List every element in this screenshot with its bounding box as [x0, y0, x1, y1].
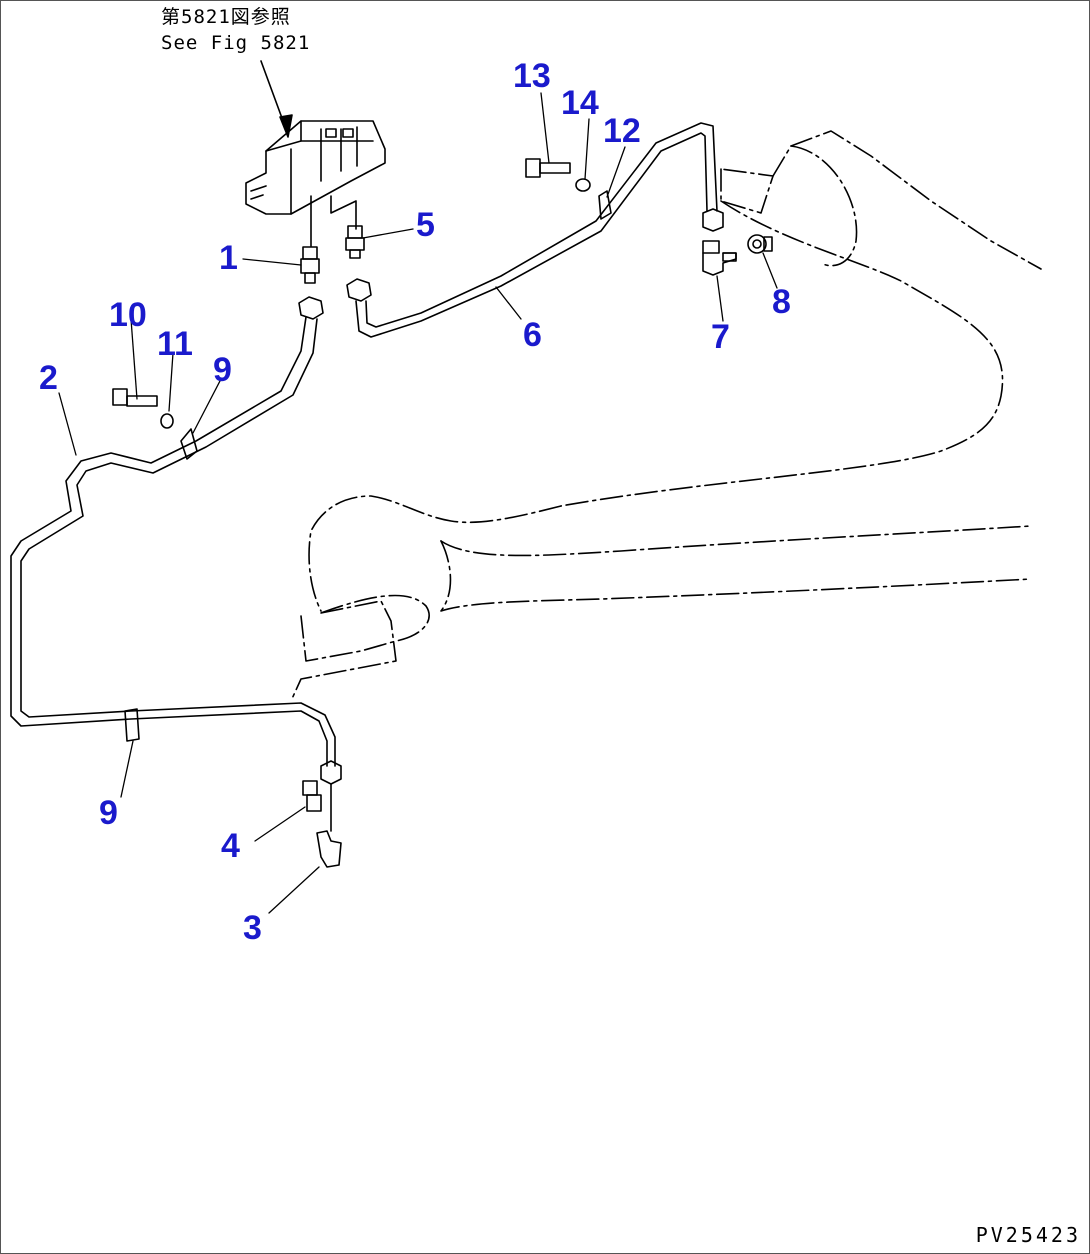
elbow-fitting-1: [300, 246, 320, 284]
reference-arrow: [260, 60, 293, 138]
callout-9-lower: 9: [99, 794, 118, 832]
reference-note-en: See Fig 5821: [161, 32, 311, 54]
callout-10: 10: [109, 296, 147, 334]
bolt-13: [525, 158, 571, 178]
reference-note-ja: 第5821図参照: [161, 6, 291, 28]
nut-on-tube-6: [702, 208, 724, 232]
callout-8: 8: [772, 283, 791, 321]
connector-5: [345, 225, 365, 259]
seal-8: [747, 234, 773, 254]
washer-11: [160, 413, 174, 429]
callout-2: 2: [39, 359, 58, 397]
callout-4: 4: [221, 827, 240, 865]
callout-12: 12: [603, 112, 641, 150]
nut-on-tube-2: [320, 760, 342, 832]
callout-13: 13: [513, 57, 551, 95]
callout-14: 14: [561, 84, 599, 122]
clamp-12: [598, 190, 612, 220]
callout-6: 6: [523, 316, 542, 354]
leader-lines: [58, 92, 778, 914]
valve-block: [245, 120, 386, 247]
elbow-fitting-3: [316, 830, 342, 868]
connector-4: [302, 780, 322, 812]
tube-6: [346, 122, 718, 338]
elbow-fitting-7: [702, 240, 737, 276]
callout-9-upper: 9: [213, 351, 232, 389]
swing-motor-outline: [290, 130, 1042, 702]
tube-2: [10, 296, 336, 767]
washer-14: [575, 178, 591, 192]
clamp-9-lower: [124, 708, 140, 742]
clamp-9-upper: [180, 428, 198, 460]
drawing-code: PV25423: [975, 1223, 1081, 1247]
callout-1: 1: [219, 239, 238, 277]
callout-11: 11: [157, 325, 193, 363]
callout-5: 5: [416, 206, 435, 244]
callout-3: 3: [243, 909, 262, 947]
callout-7: 7: [711, 318, 730, 356]
bolt-10: [112, 388, 158, 407]
